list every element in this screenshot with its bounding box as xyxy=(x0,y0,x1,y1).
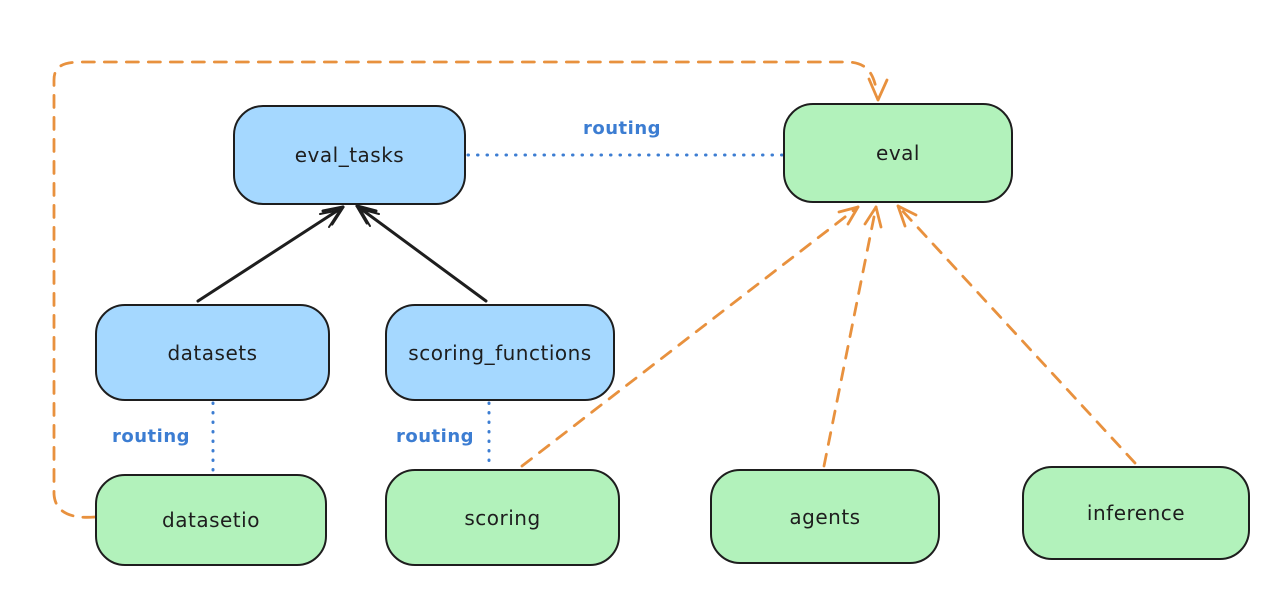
node-agents-label: agents xyxy=(789,504,861,529)
edge-datasets-to-eval-tasks xyxy=(196,205,345,303)
node-agents: agents xyxy=(710,469,940,564)
edge-scoring-functions-to-eval-tasks xyxy=(355,204,488,303)
routing-label-datasets-datasetio: routing xyxy=(112,426,191,447)
node-eval-label: eval xyxy=(876,141,920,165)
node-scoring-label: scoring xyxy=(464,505,541,530)
node-datasetio-label: datasetio xyxy=(162,508,260,532)
node-datasets-label: datasets xyxy=(167,340,258,365)
node-eval-tasks: eval_tasks xyxy=(233,105,466,205)
routing-label-eval-tasks-eval: routing xyxy=(583,118,662,139)
node-scoring-functions-label: scoring_functions xyxy=(408,340,592,365)
node-scoring: scoring xyxy=(385,469,620,566)
routing-label-scoring-functions-scoring: routing xyxy=(396,426,475,447)
edge-datasetio-to-eval xyxy=(52,60,889,519)
node-eval: eval xyxy=(783,103,1013,203)
node-eval-tasks-label: eval_tasks xyxy=(294,143,405,167)
node-datasets: datasets xyxy=(95,304,330,401)
node-datasetio: datasetio xyxy=(95,474,327,566)
node-inference-label: inference xyxy=(1086,501,1186,525)
node-scoring-functions: scoring_functions xyxy=(385,304,615,401)
edge-inference-to-eval xyxy=(896,204,1137,465)
edge-scoring-to-eval xyxy=(520,205,860,468)
node-inference: inference xyxy=(1022,466,1250,560)
edge-agents-to-eval xyxy=(822,205,883,468)
